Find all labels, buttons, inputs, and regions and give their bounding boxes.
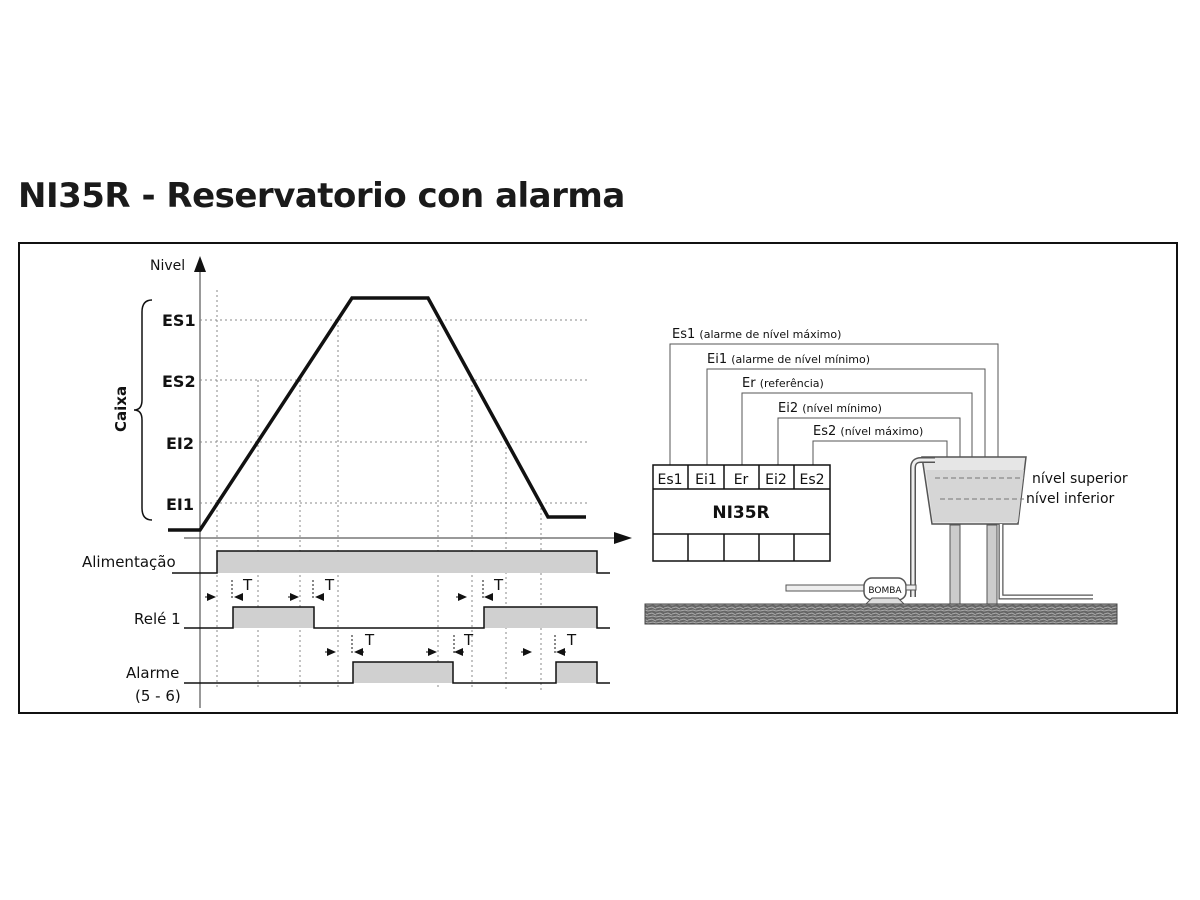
wire-desc-es2: (nível máximo)	[840, 425, 923, 438]
terminal-ei1: Ei1	[695, 472, 717, 488]
wiring-diagram: Es1 (alarme de nível máximo) Ei1 (alarme…	[644, 327, 1128, 625]
bracket-label: Caixa	[112, 386, 130, 432]
level-lower-label: nível inferior	[1026, 491, 1115, 507]
svg-text:Es2 (nível máximo): Es2 (nível máximo)	[813, 424, 923, 439]
ground	[644, 603, 1118, 625]
level-ei1: EI1	[166, 495, 194, 514]
terminal-es2: Es2	[799, 472, 824, 488]
svg-text:Es1 (alarme de nível máximo): Es1 (alarme de nível máximo)	[672, 327, 841, 342]
svg-text:Ei1 (alarme de nível mínimo): Ei1 (alarme de nível mínimo)	[707, 352, 870, 367]
wire-name-es1: Es1	[672, 327, 695, 342]
device-name: NI35R	[712, 503, 769, 523]
delay-label: T	[463, 631, 474, 649]
timing-signals: Alimentação Relé 1 Alarme (5 - 6)	[82, 550, 610, 705]
water-tank	[910, 456, 1093, 611]
wire-desc-ei2: (nível mínimo)	[802, 402, 882, 415]
wire-name-es2: Es2	[813, 424, 836, 439]
level-es2: ES2	[162, 372, 196, 391]
ni35r-device	[652, 464, 831, 562]
wire-name-ei1: Ei1	[707, 352, 727, 367]
diagram-frame	[18, 242, 1178, 714]
level-curve	[168, 296, 586, 532]
level-chart: Nivel ES1 ES2 EI2 EI1 Caixa	[112, 256, 632, 708]
delay-label: T	[566, 631, 577, 649]
signal-label-alarme-terminals: (5 - 6)	[135, 687, 181, 705]
delay-label: T	[364, 631, 375, 649]
wire-name-ei2: Ei2	[778, 401, 798, 416]
signal-label-alarme: Alarme	[126, 664, 179, 682]
delay-label: T	[242, 576, 253, 594]
wire-desc-er: (referência)	[760, 377, 824, 390]
level-ei2: EI2	[166, 434, 194, 453]
caixa-bracket	[133, 299, 153, 521]
y-axis-arrow-icon	[194, 256, 206, 272]
terminal-ei2: Ei2	[765, 472, 787, 488]
delay-label: T	[324, 576, 335, 594]
signal-label-alimentacao: Alimentação	[82, 553, 176, 571]
level-es1: ES1	[162, 311, 196, 330]
svg-text:Ei2 (nível mínimo): Ei2 (nível mínimo)	[778, 401, 882, 416]
wire-name-er: Er	[742, 376, 756, 391]
pump-label: BOMBA	[868, 586, 902, 596]
page-title: NI35R - Reservatorio con alarma	[18, 176, 625, 216]
wire-desc-es1: (alarme de nível máximo)	[699, 328, 841, 341]
terminal-es1: Es1	[657, 472, 682, 488]
svg-text:Er (referência): Er (referência)	[742, 376, 824, 391]
level-upper-label: nível superior	[1032, 471, 1128, 487]
delay-label: T	[493, 576, 504, 594]
y-axis-label: Nivel	[150, 258, 185, 274]
x-axis-arrow-icon	[614, 532, 632, 544]
terminal-er: Er	[734, 472, 749, 488]
signal-label-rele1: Relé 1	[134, 610, 181, 628]
wire-desc-ei1: (alarme de nível mínimo)	[731, 353, 870, 366]
pump: BOMBA	[785, 577, 917, 605]
